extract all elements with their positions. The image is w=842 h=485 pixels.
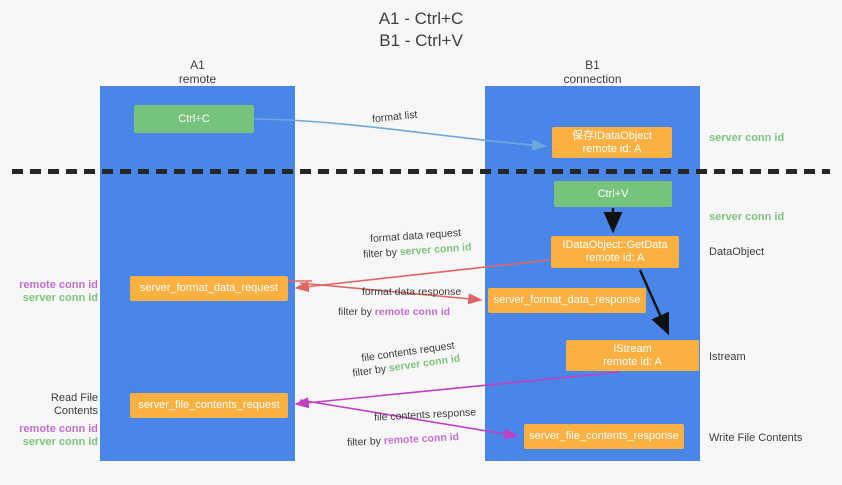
flow-label-format-data-response: format data response	[362, 286, 462, 298]
box-ctrl-v-line1: Ctrl+V	[597, 187, 629, 200]
box-getdata-line2: remote id: A	[585, 252, 645, 264]
label-write-file-contents: Write File Contents	[709, 432, 803, 444]
filter-key-server-conn-id: server conn id	[399, 241, 472, 259]
label-server-conn-id-mid: server conn id	[709, 211, 785, 223]
filter-key-remote-conn-id: remote conn id	[383, 431, 460, 447]
box-ctrl-v[interactable]: Ctrl+V	[554, 181, 672, 207]
box-format-data-response-label: server_format_data_response	[493, 294, 641, 306]
column-a1-role: remote	[178, 72, 217, 86]
column-header-b1: B1 connection	[485, 58, 700, 86]
box-idataobject-getdata[interactable]: IDataObject::GetData remote id: A	[551, 236, 679, 268]
box-idataobject-line2: remote id: A	[582, 142, 642, 155]
box-getdata-line1: IDataObject::GetData	[562, 239, 668, 251]
label-istream: Istream	[709, 351, 746, 363]
filter-prefix: filter by	[346, 435, 385, 449]
box-ctrl-c-line1: Ctrl+C	[178, 112, 210, 125]
label-remote-conn-id-2: remote conn id	[19, 423, 98, 435]
title-line-1: A1 - Ctrl+C	[378, 9, 464, 28]
label-read-file-contents: Read File Contents	[50, 392, 98, 417]
filter-prefix: filter by	[338, 306, 375, 318]
label-left-conn-ids-2: Read File Contents remote conn id server…	[5, 392, 98, 449]
label-server-conn-id-1: server conn id	[22, 292, 98, 304]
box-idataobject[interactable]: 保存IDataObject remote id: A	[552, 127, 672, 158]
box-server-file-contents-response[interactable]: server_file_contents_response	[524, 424, 684, 449]
page-title: A1 - Ctrl+C B1 - Ctrl+V	[0, 8, 842, 52]
label-dataobject: DataObject	[709, 246, 765, 258]
label-remote-conn-id-1: remote conn id	[19, 279, 98, 291]
box-file-contents-request-label: server_file_contents_request	[138, 399, 280, 411]
box-file-contents-response-label: server_file_contents_response	[529, 430, 679, 442]
label-server-conn-id-2: server conn id	[22, 436, 98, 448]
box-server-file-contents-request[interactable]: server_file_contents_request	[130, 393, 288, 418]
column-header-a1: A1 remote	[100, 58, 295, 86]
box-idataobject-line1: 保存IDataObject	[571, 129, 653, 142]
label-left-conn-ids-1: remote conn id server conn id	[10, 279, 98, 305]
flow-label-format-list: format list	[371, 108, 419, 126]
filter-key-remote-conn-id: remote conn id	[374, 306, 451, 318]
column-b1-name: B1	[585, 58, 600, 72]
box-format-data-request-label: server_format_data_request	[139, 282, 279, 294]
box-server-format-data-request[interactable]: server_format_data_request	[130, 276, 288, 301]
flow-filter-format-data-response: filter by remote conn id	[338, 305, 450, 319]
label-server-conn-id-top: server conn id	[709, 132, 785, 144]
box-server-format-data-response[interactable]: server_format_data_response	[488, 288, 646, 313]
column-a1-name: A1	[190, 58, 205, 72]
box-istream-line1: IStream	[613, 342, 652, 355]
flow-label-file-contents-response: file contents response	[373, 406, 477, 424]
column-b1-role: connection	[563, 72, 622, 86]
filter-prefix: filter by	[351, 362, 390, 380]
filter-prefix: filter by	[362, 246, 401, 261]
flow-filter-file-contents-response: filter by remote conn id	[347, 430, 460, 450]
box-istream[interactable]: IStream remote id: A	[566, 340, 699, 371]
box-ctrl-c[interactable]: Ctrl+C	[134, 105, 254, 133]
phase-separator	[12, 169, 830, 174]
title-line-2: B1 - Ctrl+V	[379, 31, 463, 50]
box-istream-line2: remote id: A	[603, 355, 662, 368]
